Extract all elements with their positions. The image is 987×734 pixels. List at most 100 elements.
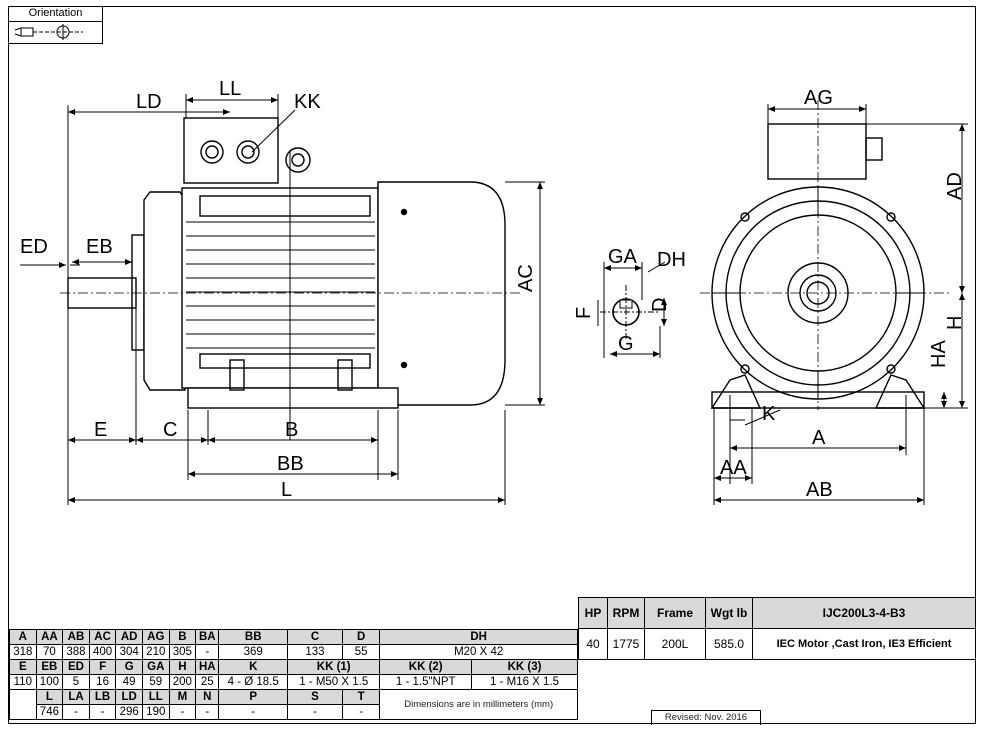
dim-value: 70 — [35, 644, 64, 660]
dim-header: BA — [195, 629, 220, 645]
label-GA: GA — [608, 246, 638, 268]
dim-value: 305 — [168, 644, 197, 660]
label-AG: AG — [804, 87, 833, 109]
dim-header: G — [115, 659, 143, 675]
dim-value: 296 — [115, 704, 143, 720]
dim-value: 5 — [62, 674, 90, 690]
dimensions-table: A AA AB AC AD AG B BA BB C D DH 318 70 3… — [9, 629, 578, 720]
dim-header: M — [168, 689, 197, 705]
side-view-dimensions — [20, 94, 545, 505]
dim-value: 210 — [141, 644, 170, 660]
dim-header: KK (2) — [379, 659, 473, 675]
dims-row1-headers: A AA AB AC AD AG B BA BB C D DH — [9, 629, 578, 645]
model-number: IJC200L3-4-B3 — [752, 597, 976, 629]
dim-value: 190 — [141, 704, 170, 720]
dim-value: 1 - M16 X 1.5 — [471, 674, 578, 690]
dims-row3-values: 746 - - 296 190 - - - - - — [9, 704, 578, 720]
label-AD: AD — [944, 172, 966, 200]
dim-header: N — [195, 689, 220, 705]
label-AB: AB — [806, 479, 833, 501]
label-F: F — [573, 307, 595, 319]
dim-value: 110 — [9, 674, 37, 690]
dim-value: 369 — [218, 644, 289, 660]
label-HA: HA — [928, 340, 950, 368]
dim-value: - — [168, 704, 197, 720]
info-header-weight: Wgt lb — [705, 597, 753, 629]
dim-header: H — [168, 659, 197, 675]
dim-value: 16 — [88, 674, 117, 690]
orientation-label: Orientation — [9, 7, 102, 22]
motor-description: IEC Motor ,Cast Iron, IE3 Efficient — [752, 628, 976, 660]
label-BB: BB — [277, 453, 304, 475]
motor-drawing: LD LL KK ED EB AC E C B BB L GA DH F D G… — [20, 78, 968, 505]
dim-header: KK (1) — [287, 659, 381, 675]
label-D: D — [649, 298, 671, 312]
label-K: K — [762, 403, 776, 425]
dim-header: AC — [88, 629, 117, 645]
dim-header: E — [9, 659, 37, 675]
dim-value: 100 — [35, 674, 64, 690]
dim-header: LL — [141, 689, 170, 705]
info-value-hp: 40 — [578, 628, 608, 660]
dims-row2-headers: E EB ED F G GA H HA K KK (1) KK (2) KK (… — [9, 659, 578, 675]
dim-header: LB — [88, 689, 117, 705]
empty-cell — [9, 689, 37, 705]
dims-row2-values: 110 100 5 16 49 59 200 25 4 - Ø 18.5 1 -… — [9, 674, 578, 690]
dim-header: A — [9, 629, 37, 645]
label-B: B — [285, 419, 298, 441]
label-E: E — [94, 419, 107, 441]
dim-value: M20 X 42 — [379, 644, 578, 660]
label-KK: KK — [294, 91, 321, 113]
dim-value: 1 - 1.5"NPT — [379, 674, 473, 690]
orientation-symbol-icon — [14, 24, 83, 40]
units-note: Dimensions are in millimeters (mm) — [379, 689, 578, 720]
dim-header: LD — [115, 689, 143, 705]
info-value-frame: 200L — [644, 628, 706, 660]
dim-value: 4 - Ø 18.5 — [218, 674, 289, 690]
label-C: C — [163, 419, 177, 441]
revision-note: Revised: Nov. 2016 — [651, 710, 761, 725]
dim-header: AA — [35, 629, 64, 645]
info-value-rpm: 1775 — [607, 628, 645, 660]
label-AC: AC — [515, 264, 537, 292]
dim-header: F — [88, 659, 117, 675]
dim-value: 400 — [88, 644, 117, 660]
dim-value: - — [218, 704, 289, 720]
drawing-frame — [8, 6, 976, 724]
dim-value: 59 — [141, 674, 170, 690]
dim-value: 1 - M50 X 1.5 — [287, 674, 381, 690]
dim-header: LA — [62, 689, 90, 705]
label-LD: LD — [136, 91, 162, 113]
info-header-rpm: RPM — [607, 597, 645, 629]
label-EB: EB — [86, 236, 113, 258]
dim-value: 304 — [115, 644, 143, 660]
dim-value: - — [62, 704, 90, 720]
dim-value: - — [195, 644, 220, 660]
dim-header: S — [287, 689, 343, 705]
dim-value: 388 — [62, 644, 90, 660]
label-L: L — [281, 479, 292, 501]
dim-value: 25 — [195, 674, 220, 690]
info-header-hp: HP — [578, 597, 608, 629]
dim-header: D — [341, 629, 381, 645]
dim-header: L — [35, 689, 64, 705]
orientation-box: Orientation — [8, 6, 103, 44]
dim-header: K — [218, 659, 289, 675]
dim-header: B — [168, 629, 197, 645]
dim-header: AB — [62, 629, 90, 645]
dim-header: C — [287, 629, 343, 645]
label-A: A — [812, 427, 826, 449]
dims-row1-values: 318 70 388 400 304 210 305 - 369 133 55 … — [9, 644, 578, 660]
dimension-labels: LD LL KK ED EB AC E C B BB L GA DH F D G… — [20, 78, 966, 501]
dim-header: BB — [218, 629, 289, 645]
dim-value: - — [88, 704, 117, 720]
dim-value: 49 — [115, 674, 143, 690]
dim-value: - — [287, 704, 343, 720]
label-AA: AA — [720, 457, 747, 479]
info-header-frame: Frame — [644, 597, 706, 629]
dim-value: 200 — [168, 674, 197, 690]
dim-header: AD — [115, 629, 143, 645]
dim-value: - — [195, 704, 220, 720]
dim-header: GA — [141, 659, 170, 675]
dim-value: 746 — [35, 704, 64, 720]
